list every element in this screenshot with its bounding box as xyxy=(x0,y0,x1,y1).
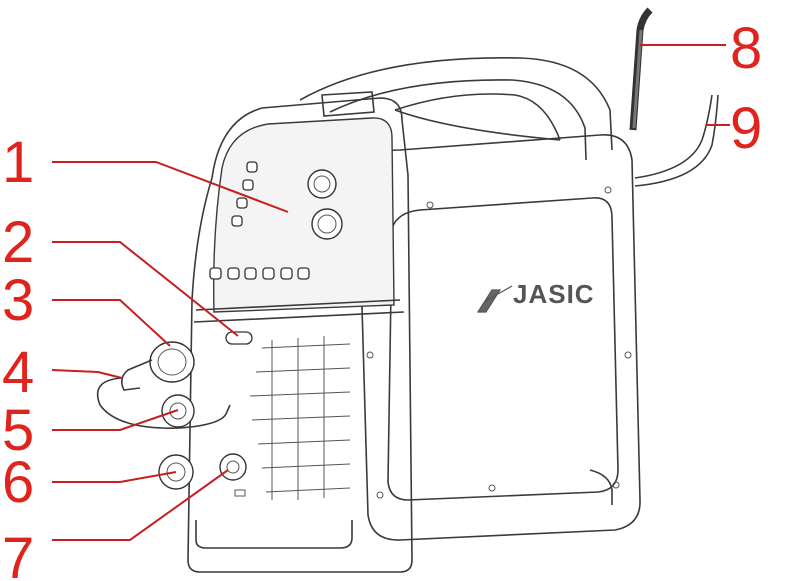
callout-3: 3 xyxy=(2,268,34,333)
brand-text: JASIC xyxy=(513,279,595,309)
callout-5: 5 xyxy=(2,398,34,463)
callout-1: 1 xyxy=(2,130,34,195)
gas-hose-line xyxy=(634,94,713,179)
callout-9: 9 xyxy=(730,96,762,161)
callout-7: 7 xyxy=(2,526,34,581)
callout-4: 4 xyxy=(2,340,34,405)
callout-labels: 1 2 3 4 5 6 7 8 9 xyxy=(2,16,762,581)
leader-lines xyxy=(51,44,730,541)
welder-machine xyxy=(96,7,719,573)
polarity-lead-cable xyxy=(96,377,231,429)
brand-logo-mark xyxy=(476,285,513,313)
callout-8: 8 xyxy=(730,16,762,81)
euro-socket xyxy=(120,341,195,391)
callout-2: 2 xyxy=(2,210,34,275)
ventilation-fins xyxy=(249,336,351,500)
callout-6: 6 xyxy=(2,450,34,515)
